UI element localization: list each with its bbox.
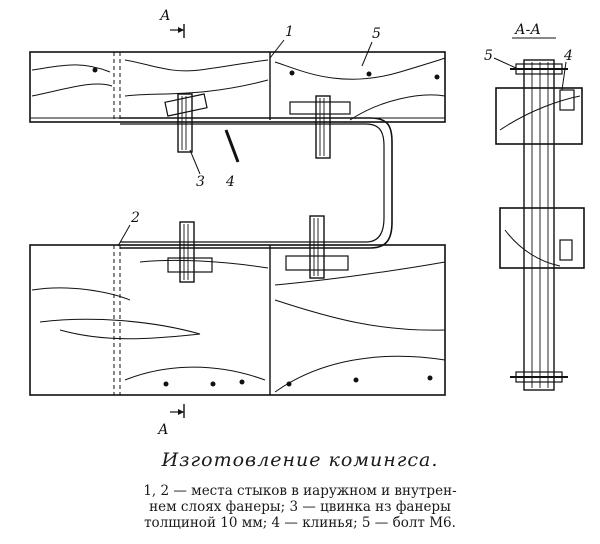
legend-line-1: 1, 2 — места стыков в иаружном и внутрен… — [143, 483, 457, 499]
coaming-drawing: А А 1 5 2 3 4 А-А — [29, 8, 585, 438]
cut-mark-top-label: А — [159, 8, 171, 24]
figure-caption-title: Изготовление комингса. — [161, 449, 439, 471]
callout-5: 5 — [372, 26, 381, 42]
callout-1: 1 — [285, 24, 294, 40]
figure-legend: 1, 2 — места стыков в иаружном и внутрен… — [70, 483, 530, 531]
clamp-upper-right — [289, 95, 351, 159]
bent-strip — [120, 117, 393, 249]
section-callout-5: 5 — [484, 48, 493, 64]
upper-panel — [29, 51, 446, 123]
clamp-lower-left — [167, 221, 213, 283]
section-callout-4: 4 — [563, 48, 573, 64]
callouts: 1 5 2 3 4 — [117, 24, 381, 247]
clamp-lower-right — [285, 215, 349, 279]
cut-mark-top: А — [159, 8, 185, 38]
callout-3: 3 — [196, 174, 205, 190]
cut-mark-bottom: А — [157, 404, 185, 438]
legend-line-3: толщиной 10 мм; 4 — клинья; 5 — болт М6. — [144, 515, 456, 531]
section-label: А-А — [514, 22, 541, 38]
callout-4: 4 — [225, 174, 235, 190]
clamp-upper-left — [164, 93, 240, 163]
legend-line-2: нем слоях фанеры; 3 — цвинка нз фанеры — [149, 499, 451, 515]
lower-panel — [29, 244, 446, 396]
screw-marks-lower — [163, 375, 433, 387]
section-a-a: А-А 5 4 — [484, 22, 585, 391]
callout-2: 2 — [130, 210, 140, 226]
cut-mark-bottom-label: А — [157, 422, 169, 438]
screw-marks-upper — [92, 67, 440, 80]
